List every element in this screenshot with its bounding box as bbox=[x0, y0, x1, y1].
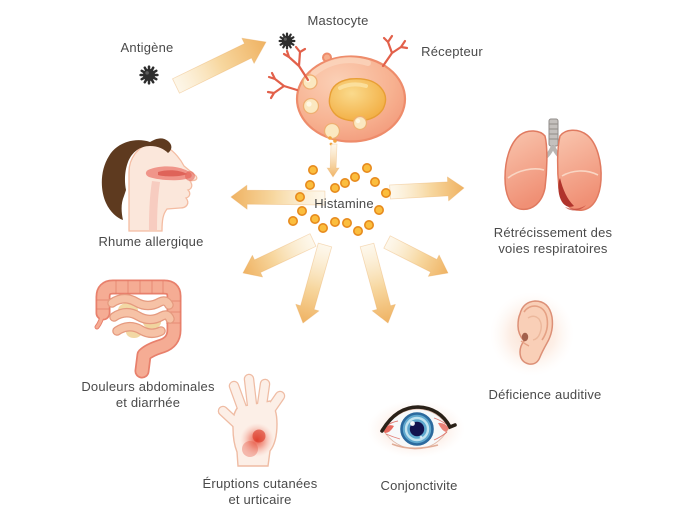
ear-icon bbox=[490, 292, 574, 376]
arrow-left bbox=[230, 184, 326, 210]
hand-rash-icon bbox=[217, 373, 286, 467]
effect-label-douleurs-abdominales: Douleurs abdominales et diarrhée bbox=[81, 379, 214, 410]
intestines-icon bbox=[94, 279, 182, 379]
label-line: Mastocyte bbox=[307, 13, 369, 28]
arrow-down-left bbox=[242, 233, 317, 278]
histamine-label: Histamine bbox=[314, 196, 374, 212]
effect-label-rhume-allergique: Rhume allergique bbox=[98, 234, 203, 250]
effect-label-voies-respiratoires: Rétrécissement des voies respiratoires bbox=[494, 225, 612, 256]
granules bbox=[302, 74, 368, 146]
label-line: Éruptions cutanées bbox=[202, 476, 318, 491]
receptor-icon bbox=[266, 71, 299, 100]
label-line: Histamine bbox=[314, 196, 374, 211]
receptor-icon bbox=[381, 34, 409, 68]
label-line: Récepteur bbox=[421, 44, 483, 59]
effect-label-conjonctivite: Conjonctivite bbox=[380, 478, 457, 494]
receptor-icons bbox=[266, 34, 409, 100]
arrow-down-left-mid bbox=[295, 242, 333, 324]
label-line: Déficience auditive bbox=[488, 387, 602, 402]
release-arrow bbox=[326, 143, 340, 178]
label-line: Antigène bbox=[120, 40, 174, 55]
effect-label-deficience-auditive: Déficience auditive bbox=[489, 387, 602, 403]
mastocyte-label: Mastocyte bbox=[307, 13, 368, 29]
label-line: Rhume allergique bbox=[98, 234, 204, 249]
arrow-down-right-mid bbox=[359, 242, 396, 324]
antigen-arrow bbox=[172, 37, 267, 94]
arrow-down-right bbox=[383, 235, 449, 277]
effect-label-eruptions-cutanees: Éruptions cutanées et urticaire bbox=[203, 476, 318, 507]
head-profile-nose-icon bbox=[101, 138, 198, 232]
label-line: et urticaire bbox=[228, 491, 292, 507]
label-line: voies respiratoires bbox=[498, 240, 608, 256]
label-line: Douleurs abdominales bbox=[81, 379, 215, 394]
eye-icon bbox=[367, 400, 465, 458]
antigen-label: Antigène bbox=[121, 40, 174, 56]
lungs-icon bbox=[504, 118, 602, 211]
inflamed-airway-patch bbox=[558, 178, 574, 207]
label-line: Conjonctivite bbox=[380, 478, 458, 493]
mast-cell-icon bbox=[266, 32, 409, 146]
bound-antigen-icon bbox=[278, 32, 296, 50]
label-line: Rétrécissement des bbox=[493, 225, 613, 240]
antigen-icon bbox=[139, 65, 159, 85]
histamine-arrows bbox=[230, 176, 465, 324]
arrow-right bbox=[389, 176, 465, 202]
label-line: et diarrhée bbox=[115, 394, 181, 410]
receptor-label: Récepteur bbox=[421, 44, 483, 60]
histamine-molecules bbox=[287, 163, 391, 237]
receptor-icon bbox=[282, 45, 310, 82]
